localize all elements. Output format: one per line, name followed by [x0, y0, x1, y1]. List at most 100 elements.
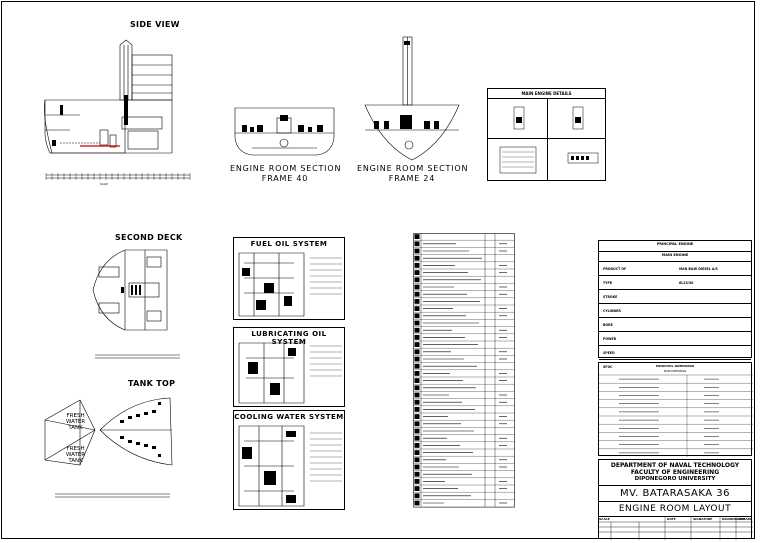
equipment-row-marker	[414, 356, 420, 362]
main-engine-details-title: MAIN ENGINE DETAILS	[521, 91, 572, 96]
equipment-row-marker	[414, 320, 420, 326]
department-name: DEPARTMENT OF NAVAL TECHNOLOGY	[610, 462, 740, 469]
frame-40-title-line2: FRAME 40	[261, 174, 309, 183]
fresh-water-tank-label-1: FRESH WATER TANK	[66, 413, 86, 431]
drawing-frame	[1, 1, 755, 539]
tank-top-label: TANK TOP	[128, 379, 176, 388]
principal-engine-row: POWER	[599, 331, 751, 345]
frame-40-section-drawing	[234, 107, 335, 156]
principal-engine-title: PRINCIPAL ENGINE	[656, 242, 694, 246]
lubricating-oil-system-panel: LUBRICATING OIL SYSTEM	[233, 327, 345, 407]
equipment-row-marker	[414, 363, 420, 369]
principal-engine-row: STROKE	[599, 289, 751, 303]
equipment-row-marker	[414, 414, 420, 419]
principal-engine-row: SPEED	[599, 345, 751, 359]
principal-engine-key: BORE	[603, 322, 613, 327]
principal-engine-subtitle: MAIN ENGINE	[661, 253, 689, 257]
principal-dimension-subtitle: MAIN DIMENSION	[663, 370, 687, 373]
equipment-row-marker	[414, 248, 420, 254]
equipment-row-marker	[414, 486, 420, 491]
principal-engine-key: STROKE	[603, 294, 618, 299]
equipment-row-marker	[414, 407, 420, 412]
equipment-row-marker	[414, 255, 420, 261]
frame-40-title-line1: ENGINE ROOM SECTION	[230, 164, 342, 173]
second-deck-label: SECOND DECK	[115, 233, 183, 242]
equipment-list-table	[413, 233, 515, 508]
remark-column-header: REMARK	[738, 517, 753, 521]
equipment-row-marker	[414, 457, 420, 463]
equipment-row-marker	[414, 371, 420, 376]
second-deck-drawing	[92, 249, 180, 359]
equipment-row-marker	[414, 464, 420, 470]
equipment-row-marker	[414, 392, 420, 398]
fuel-oil-system-diagram	[238, 252, 342, 317]
principal-engine-value: MAN B&W DIESEL A/S	[679, 266, 718, 271]
equipment-row-marker	[414, 385, 420, 391]
principal-engine-key: CYLINDER	[603, 308, 621, 313]
date-column-header: DATE	[667, 517, 676, 521]
principal-engine-key: TYPE	[603, 280, 612, 285]
equipment-row-marker	[414, 428, 420, 434]
principal-engine-key: POWER	[603, 336, 617, 341]
principal-engine-key: PRODUCT OF	[603, 266, 627, 271]
ship-name: MV. BATARASAKA 36	[619, 488, 731, 499]
equipment-row-marker	[414, 277, 420, 283]
principal-engine-row: PRODUCT OF MAN B&W DIESEL A/S	[599, 261, 751, 275]
drawing-no-column-header: DRAWING NO.	[722, 517, 746, 521]
fresh-water-tank-label-2: FRESH WATER TANK	[66, 446, 86, 464]
frame-24-section-drawing	[364, 36, 460, 161]
title-block: DEPARTMENT OF NAVAL TECHNOLOGY FACULTY O…	[598, 459, 753, 540]
principal-dimension-table: PRINCIPAL DIMENSION MAIN DIMENSION	[598, 362, 753, 457]
equipment-row-marker	[414, 299, 420, 304]
signature-column-header: SIGNATURE	[693, 517, 713, 521]
cooling-water-system-title: COOLING WATER SYSTEM	[234, 413, 344, 421]
principal-engine-row: CYLINDER	[599, 303, 751, 317]
equipment-row-marker	[414, 450, 420, 455]
equipment-row-marker	[414, 479, 420, 484]
principal-engine-row: TYPE 6L23/30	[599, 275, 751, 289]
principal-engine-value: 6L23/30	[679, 280, 694, 285]
principal-engine-key: SFOC	[603, 364, 613, 369]
main-engine-views	[499, 106, 599, 174]
equipment-row-marker	[414, 335, 420, 340]
cooling-water-system-diagram	[238, 425, 342, 507]
equipment-row-marker	[414, 313, 420, 319]
university-name: DIPONEGORO UNIVERSITY	[634, 476, 716, 482]
cooling-water-system-panel: COOLING WATER SYSTEM	[233, 410, 345, 510]
faculty-name: FACULTY OF ENGINEERING	[630, 469, 720, 476]
equipment-row-marker	[414, 241, 420, 247]
principal-engine-table: PRINCIPAL ENGINE MAIN ENGINE PRODUCT OF M…	[598, 240, 752, 369]
frame-24-title-line1: ENGINE ROOM SECTION	[357, 164, 469, 173]
equipment-row-marker	[414, 342, 420, 347]
equipment-row-marker	[414, 435, 420, 441]
principal-dimension-title: PRINCIPAL DIMENSION	[655, 364, 695, 368]
equipment-row-marker	[414, 327, 420, 333]
lubricating-oil-system-diagram	[238, 342, 342, 404]
equipment-row-marker	[414, 263, 420, 268]
equipment-row-marker	[414, 284, 420, 290]
equipment-row-marker	[414, 471, 420, 477]
side-view-label: SIDE VIEW	[130, 20, 180, 29]
equipment-row-marker	[414, 443, 420, 448]
drawing-title: ENGINE ROOM LAYOUT	[618, 504, 732, 514]
equipment-row-marker	[414, 399, 420, 405]
principal-dimension-grid	[599, 374, 753, 457]
fuel-oil-system-title: FUEL OIL SYSTEM	[250, 240, 328, 248]
side-view-drawing: SCALE	[44, 39, 191, 186]
main-engine-details-panel: MAIN ENGINE DETAILS	[487, 88, 606, 181]
svg-text:SCALE: SCALE	[100, 182, 108, 186]
equipment-row-marker	[414, 421, 420, 427]
equipment-row-marker	[414, 291, 420, 297]
equipment-row-marker	[414, 306, 420, 311]
lubricating-oil-system-title: LUBRICATING OIL SYSTEM	[251, 330, 327, 346]
equipment-row-marker	[414, 378, 420, 383]
equipment-row-marker	[414, 493, 420, 499]
frame-24-title-line2: FRAME 24	[388, 174, 436, 183]
principal-engine-key: SPEED	[603, 350, 615, 355]
equipment-row-marker	[414, 500, 420, 506]
tank-top-drawing	[44, 397, 173, 498]
equipment-row-marker	[414, 270, 420, 275]
scale-column-header: SCALE	[599, 517, 610, 521]
equipment-row-marker	[414, 349, 420, 355]
